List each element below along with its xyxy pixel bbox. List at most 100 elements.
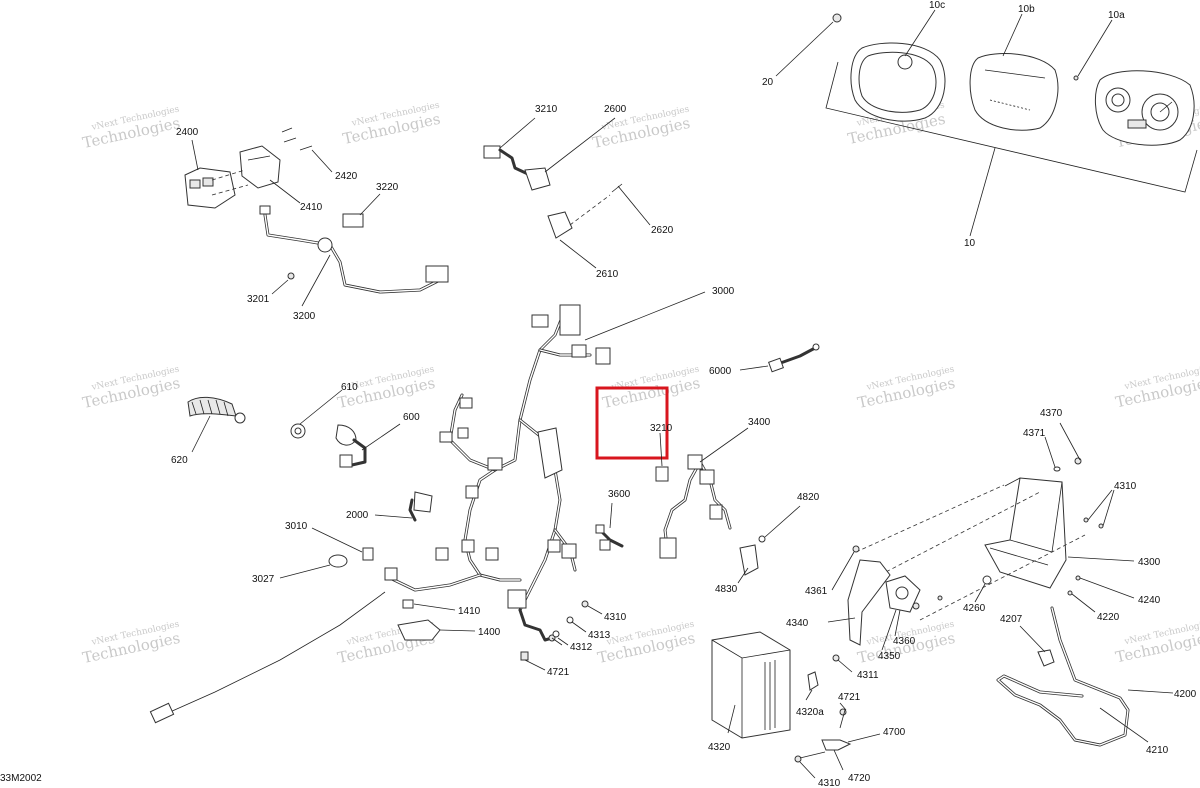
callout-4210: 4210 xyxy=(1146,745,1169,756)
callout-2610: 2610 xyxy=(596,269,619,280)
connector xyxy=(571,344,587,358)
lower-left-parts xyxy=(149,491,476,724)
callout-1410: 1410 xyxy=(458,606,481,617)
callout-4220: 4220 xyxy=(1097,612,1120,623)
solenoid-group xyxy=(827,545,943,673)
leader-line xyxy=(413,603,456,611)
leader-line xyxy=(301,254,331,307)
leader-line xyxy=(279,564,331,579)
connector-2600 xyxy=(524,167,551,191)
clip-4207 xyxy=(1037,649,1055,667)
leader-line xyxy=(1019,625,1046,653)
leader-line xyxy=(617,185,651,226)
leader-line xyxy=(1102,489,1115,527)
main-harness-3000 xyxy=(384,291,706,646)
leader-line xyxy=(904,9,936,57)
callout-4300: 4300 xyxy=(1138,557,1161,568)
middle-fasteners xyxy=(520,600,603,671)
leader-line xyxy=(299,389,343,425)
gauge-10a xyxy=(1095,70,1195,146)
leader-line xyxy=(1077,19,1113,77)
callout-4370: 4370 xyxy=(1040,408,1063,419)
connector-plug xyxy=(149,702,175,724)
callout-4360: 4360 xyxy=(893,636,916,647)
connector xyxy=(531,314,549,328)
harness-3400 xyxy=(659,427,749,559)
leader-line xyxy=(584,291,706,341)
leader-line xyxy=(894,609,901,637)
callout-3200: 3200 xyxy=(293,311,316,322)
callout-4371: 4371 xyxy=(1023,428,1046,439)
leader-line xyxy=(439,629,476,632)
callout-4310-bottom: 4310 xyxy=(818,778,841,788)
misc-parts xyxy=(595,502,801,584)
switch-housing-2400 xyxy=(184,167,236,209)
callout-2400: 2400 xyxy=(176,127,199,138)
leader-line xyxy=(1127,689,1174,694)
callout-4350: 4350 xyxy=(878,651,901,662)
callout-4721-left: 4721 xyxy=(547,667,570,678)
part-4820 xyxy=(758,535,766,543)
callout-3210-highlighted: 3210 xyxy=(650,423,673,434)
callout-2410: 2410 xyxy=(300,202,323,213)
callout-4340: 4340 xyxy=(786,618,809,629)
grommet-3027 xyxy=(328,554,348,568)
callout-2620: 2620 xyxy=(651,225,674,236)
connector-3210 xyxy=(655,466,669,482)
callout-4311: 4311 xyxy=(857,670,879,681)
callout-4310-right: 4310 xyxy=(1114,481,1137,492)
leader-line xyxy=(271,279,289,295)
sensor-2000 xyxy=(413,491,433,513)
leader-line xyxy=(1079,577,1135,599)
leader-line xyxy=(799,761,816,779)
callout-3210-top: 3210 xyxy=(535,104,558,115)
part-1410 xyxy=(402,599,414,609)
leader-line xyxy=(833,749,844,771)
handlebar-switch-group xyxy=(184,127,449,307)
callout-4310-mid: 4310 xyxy=(604,612,627,623)
callout-3201: 3201 xyxy=(247,294,270,305)
leader-line xyxy=(374,514,413,519)
leader-line xyxy=(1067,556,1135,562)
connector-3220 xyxy=(342,213,364,228)
battery-tray-4300 xyxy=(855,422,1135,621)
battery-4320 xyxy=(711,631,881,779)
callout-4721-bottom: 4721 xyxy=(838,692,861,703)
leader-line xyxy=(805,689,813,701)
callout-4830: 4830 xyxy=(715,584,738,595)
leader-line xyxy=(269,179,301,204)
highlighted-connector-3210 xyxy=(595,386,669,482)
leader-line xyxy=(359,193,381,216)
connector xyxy=(559,304,581,336)
leader-line xyxy=(739,365,769,371)
callout-10c: 10c xyxy=(929,0,945,11)
leader-line xyxy=(587,605,603,615)
bracket-4340 xyxy=(847,559,891,646)
leader-line xyxy=(881,609,897,651)
leader-line xyxy=(837,659,853,673)
callout-20: 20 xyxy=(762,77,774,88)
callout-600: 600 xyxy=(403,412,420,423)
leader-line xyxy=(1059,422,1081,461)
leader-line xyxy=(839,702,847,711)
cluster-bracket xyxy=(825,61,1198,193)
leader-line xyxy=(361,423,401,451)
callout-620: 620 xyxy=(171,455,188,466)
leader-line xyxy=(609,502,613,529)
connector-3010 xyxy=(362,547,374,561)
leader-line xyxy=(727,704,736,734)
callout-10: 10 xyxy=(964,238,976,249)
callout-4361: 4361 xyxy=(805,586,828,597)
leader-line xyxy=(544,117,616,173)
leader-line xyxy=(311,149,333,173)
callout-2420: 2420 xyxy=(335,171,358,182)
callout-10b: 10b xyxy=(1018,4,1035,15)
leader-line xyxy=(827,617,856,623)
leader-line xyxy=(1099,707,1149,743)
callout-4260: 4260 xyxy=(963,603,986,614)
callout-2000: 2000 xyxy=(346,510,369,521)
connector-box xyxy=(425,265,449,283)
callout-3010: 3010 xyxy=(285,521,308,532)
